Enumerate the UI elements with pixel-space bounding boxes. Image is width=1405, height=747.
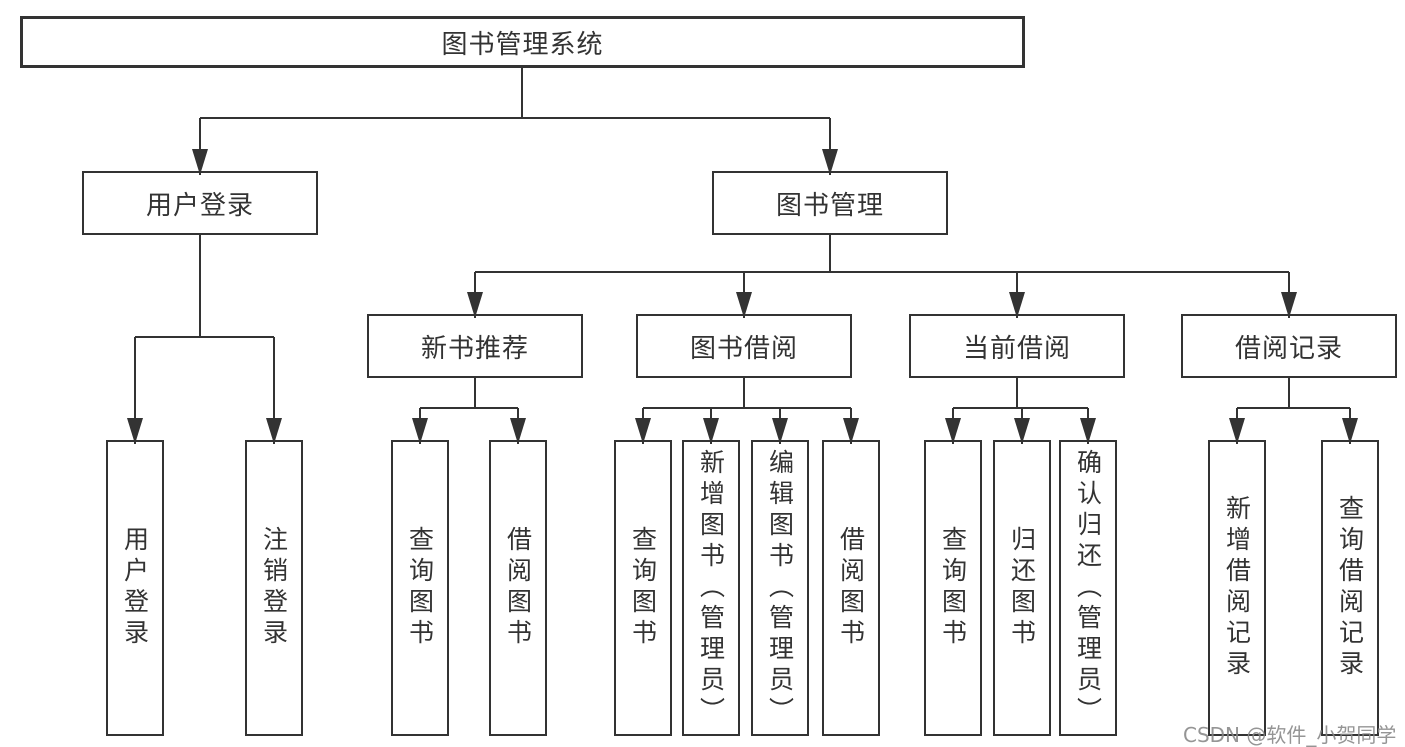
leaf-borrow-books: 借阅图书 — [822, 440, 880, 736]
node-book-borrow-label: 图书借阅 — [689, 333, 798, 364]
node-root-label: 图书管理系统 — [441, 29, 604, 60]
node-current-borrow: 当前借阅 — [909, 314, 1125, 378]
csdn-watermark: CSDN @软件_小贺同学 — [1183, 723, 1397, 747]
leaf-add-books-admin-label: 新增图书（管理员） — [696, 448, 726, 728]
leaf-borrow-query-books: 查询图书 — [614, 440, 672, 736]
node-book-management-label: 图书管理 — [775, 190, 884, 221]
leaf-confirm-return-admin: 确认归还（管理员） — [1059, 440, 1117, 736]
leaf-logout-label: 注销登录 — [259, 526, 289, 650]
leaf-user-login-label: 用户登录 — [120, 526, 150, 650]
leaf-query-borrow-record: 查询借阅记录 — [1321, 440, 1379, 736]
node-borrow-records: 借阅记录 — [1181, 314, 1397, 378]
leaf-recommend-query-books: 查询图书 — [391, 440, 449, 736]
leaf-recommend-borrow-books-label: 借阅图书 — [503, 526, 533, 650]
leaf-logout: 注销登录 — [245, 440, 303, 736]
leaf-add-borrow-record: 新增借阅记录 — [1208, 440, 1266, 736]
leaf-query-borrow-record-label: 查询借阅记录 — [1335, 495, 1365, 681]
node-new-book-recommend-label: 新书推荐 — [420, 333, 529, 364]
leaf-return-books: 归还图书 — [993, 440, 1051, 736]
leaf-current-query-books-label: 查询图书 — [938, 526, 968, 650]
node-new-book-recommend: 新书推荐 — [367, 314, 583, 378]
leaf-confirm-return-admin-label: 确认归还（管理员） — [1073, 448, 1103, 728]
node-root-system: 图书管理系统 — [20, 16, 1025, 68]
leaf-add-borrow-record-label: 新增借阅记录 — [1222, 495, 1252, 681]
node-borrow-records-label: 借阅记录 — [1234, 333, 1343, 364]
leaf-borrow-query-books-label: 查询图书 — [628, 526, 658, 650]
node-current-borrow-label: 当前借阅 — [962, 333, 1071, 364]
leaf-add-books-admin: 新增图书（管理员） — [682, 440, 740, 736]
node-book-borrow: 图书借阅 — [636, 314, 852, 378]
leaf-recommend-borrow-books: 借阅图书 — [489, 440, 547, 736]
leaf-user-login: 用户登录 — [106, 440, 164, 736]
node-user-login: 用户登录 — [82, 171, 318, 235]
node-book-management: 图书管理 — [712, 171, 948, 235]
leaf-edit-books-admin-label: 编辑图书（管理员） — [765, 448, 795, 728]
node-user-login-label: 用户登录 — [145, 190, 254, 221]
leaf-return-books-label: 归还图书 — [1007, 526, 1037, 650]
leaf-current-query-books: 查询图书 — [924, 440, 982, 736]
leaf-edit-books-admin: 编辑图书（管理员） — [751, 440, 809, 736]
leaf-borrow-books-label: 借阅图书 — [836, 526, 866, 650]
leaf-recommend-query-books-label: 查询图书 — [405, 526, 435, 650]
